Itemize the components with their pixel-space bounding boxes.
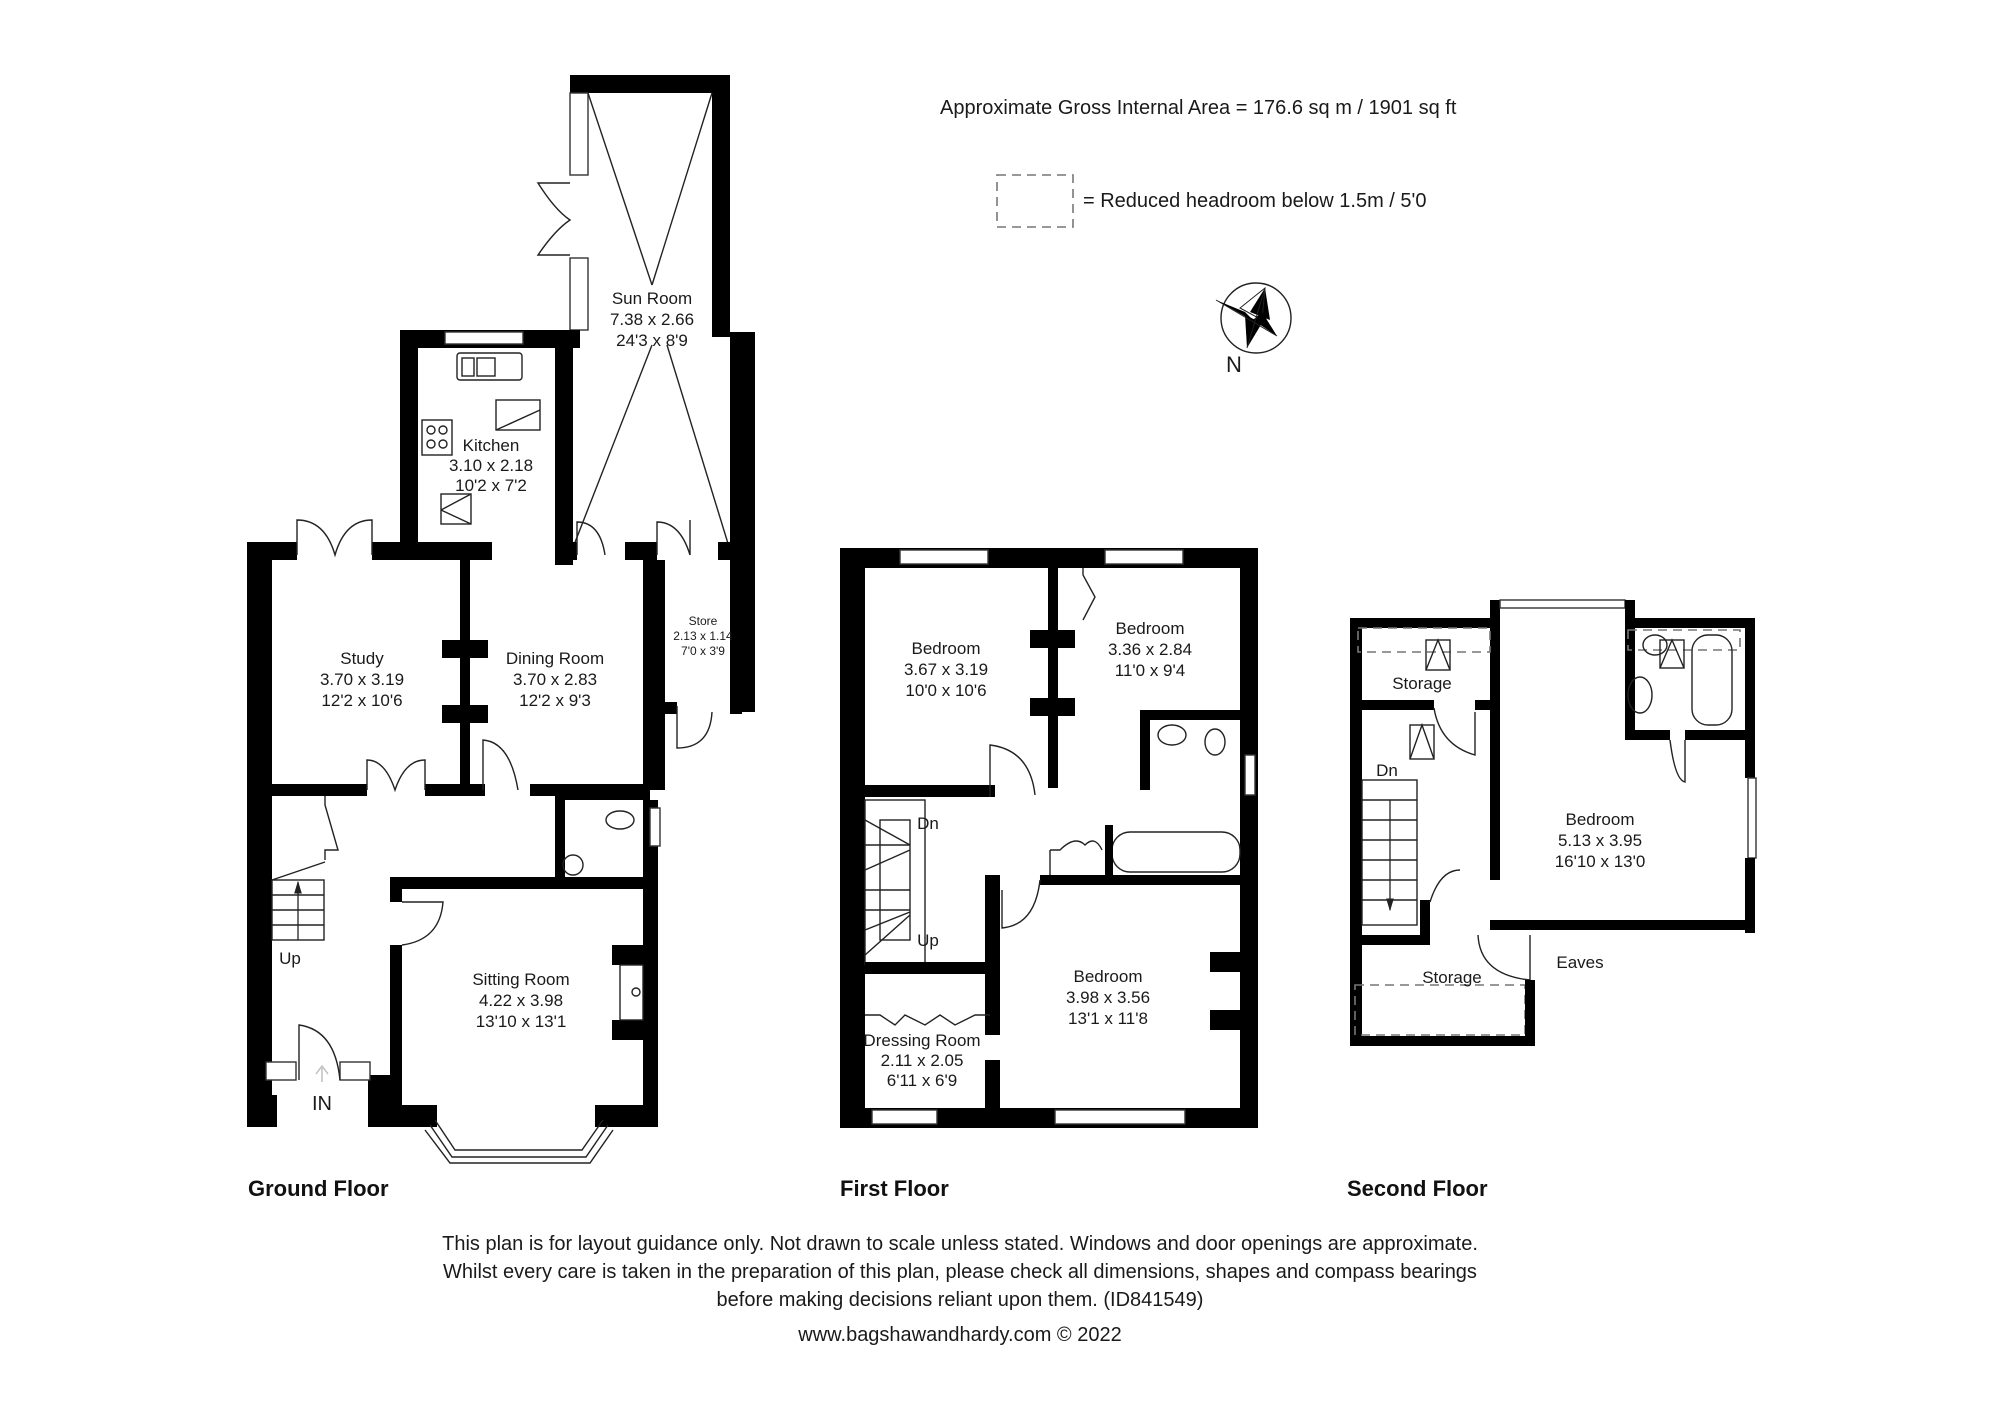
stairs-up-label: Up bbox=[917, 931, 939, 950]
room-sun-room: Sun Room 7.38 x 2.66 24'3 x 8'9 bbox=[610, 289, 694, 350]
disclaimer-line-2: Whilst every care is taken in the prepar… bbox=[443, 1261, 1477, 1283]
second-floor-label: Second Floor bbox=[1347, 1176, 1488, 1201]
svg-text:3.10 x 2.18: 3.10 x 2.18 bbox=[449, 456, 533, 475]
svg-text:Store: Store bbox=[689, 614, 718, 628]
stairs-down-label: Dn bbox=[1376, 761, 1398, 780]
svg-text:Bedroom: Bedroom bbox=[1074, 967, 1143, 986]
svg-text:3.36 x 2.84: 3.36 x 2.84 bbox=[1108, 640, 1192, 659]
second-floor-plan: Bedroom 5.13 x 3.95 16'10 x 13'0 Storage… bbox=[1350, 599, 1757, 1046]
svg-text:5.13 x 3.95: 5.13 x 3.95 bbox=[1558, 831, 1642, 850]
first-floor-plan: Bedroom 3.67 x 3.19 10'0 x 10'6 Bedroom … bbox=[840, 548, 1258, 1128]
svg-text:2.11 x 2.05: 2.11 x 2.05 bbox=[881, 1051, 964, 1070]
svg-text:3.67 x 3.19: 3.67 x 3.19 bbox=[904, 660, 988, 679]
room-study: Study 3.70 x 3.19 12'2 x 10'6 bbox=[320, 649, 404, 710]
storage-label-top: Storage bbox=[1392, 674, 1452, 693]
svg-text:7'0 x 3'9: 7'0 x 3'9 bbox=[681, 644, 725, 658]
svg-text:Bedroom: Bedroom bbox=[912, 639, 981, 658]
first-floor-label: First Floor bbox=[840, 1176, 949, 1201]
svg-text:12'2 x 9'3: 12'2 x 9'3 bbox=[519, 691, 591, 710]
svg-text:Bedroom: Bedroom bbox=[1566, 810, 1635, 829]
svg-text:13'10 x 13'1: 13'10 x 13'1 bbox=[476, 1012, 567, 1031]
gross-internal-area: Approximate Gross Internal Area = 176.6 … bbox=[940, 97, 1457, 119]
svg-text:Dining Room: Dining Room bbox=[506, 649, 604, 668]
room-bedroom-2: Bedroom 3.36 x 2.84 11'0 x 9'4 bbox=[1108, 619, 1192, 680]
room-store: Store 2.13 x 1.14 7'0 x 3'9 bbox=[673, 614, 733, 658]
room-sitting-room: Sitting Room 4.22 x 3.98 13'10 x 13'1 bbox=[472, 970, 569, 1031]
svg-text:Dressing Room: Dressing Room bbox=[863, 1031, 980, 1050]
north-label: N bbox=[1226, 352, 1242, 377]
room-bedroom-3: Bedroom 3.98 x 3.56 13'1 x 11'8 bbox=[1066, 967, 1150, 1028]
svg-text:Sitting Room: Sitting Room bbox=[472, 970, 569, 989]
stairs-down-label: Dn bbox=[917, 814, 939, 833]
storage-label-bottom: Storage bbox=[1422, 968, 1482, 987]
room-kitchen: Kitchen 3.10 x 2.18 10'2 x 7'2 bbox=[449, 436, 533, 495]
stairs-up-label: Up bbox=[279, 949, 301, 968]
svg-text:2.13 x 1.14: 2.13 x 1.14 bbox=[673, 629, 733, 643]
room-dining-room: Dining Room 3.70 x 2.83 12'2 x 9'3 bbox=[506, 649, 604, 710]
website-copyright: www.bagshawandhardy.com © 2022 bbox=[797, 1324, 1121, 1346]
room-bedroom-top: Bedroom 5.13 x 3.95 16'10 x 13'0 bbox=[1555, 810, 1646, 871]
svg-text:Kitchen: Kitchen bbox=[463, 436, 520, 455]
svg-text:11'0 x 9'4: 11'0 x 9'4 bbox=[1115, 661, 1185, 680]
svg-text:12'2 x 10'6: 12'2 x 10'6 bbox=[321, 691, 402, 710]
ground-floor-label: Ground Floor bbox=[248, 1176, 389, 1201]
reduced-headroom-legend-swatch bbox=[996, 174, 1074, 228]
svg-text:3.70 x 3.19: 3.70 x 3.19 bbox=[320, 670, 404, 689]
room-dressing-room: Dressing Room 2.11 x 2.05 6'11 x 6'9 bbox=[863, 1031, 980, 1090]
svg-text:3.70 x 2.83: 3.70 x 2.83 bbox=[513, 670, 597, 689]
entrance-label: IN bbox=[312, 1093, 332, 1115]
svg-text:Study: Study bbox=[340, 649, 384, 668]
svg-text:16'10 x 13'0: 16'10 x 13'0 bbox=[1555, 852, 1646, 871]
svg-text:4.22 x 3.98: 4.22 x 3.98 bbox=[479, 991, 563, 1010]
disclaimer: This plan is for layout guidance only. N… bbox=[442, 1233, 1478, 1346]
eaves-label: Eaves bbox=[1556, 953, 1603, 972]
svg-text:3.98 x 3.56: 3.98 x 3.56 bbox=[1066, 988, 1150, 1007]
compass-rose-icon: N bbox=[1215, 282, 1292, 377]
svg-text:Sun Room: Sun Room bbox=[612, 289, 692, 308]
svg-text:10'2 x 7'2: 10'2 x 7'2 bbox=[455, 476, 527, 495]
reduced-headroom-legend: = Reduced headroom below 1.5m / 5'0 bbox=[1083, 190, 1426, 212]
room-bedroom-1: Bedroom 3.67 x 3.19 10'0 x 10'6 bbox=[904, 639, 988, 700]
svg-text:24'3 x 8'9: 24'3 x 8'9 bbox=[616, 331, 688, 350]
ground-floor-plan: Sun Room 7.38 x 2.66 24'3 x 8'9 Kitchen … bbox=[247, 75, 755, 1164]
svg-text:6'11 x 6'9: 6'11 x 6'9 bbox=[887, 1071, 957, 1090]
svg-text:Bedroom: Bedroom bbox=[1116, 619, 1185, 638]
svg-text:10'0 x 10'6: 10'0 x 10'6 bbox=[905, 681, 986, 700]
disclaimer-line-1: This plan is for layout guidance only. N… bbox=[442, 1233, 1478, 1255]
svg-text:7.38 x 2.66: 7.38 x 2.66 bbox=[610, 310, 694, 329]
disclaimer-line-3: before making decisions reliant upon the… bbox=[717, 1289, 1204, 1311]
svg-text:13'1 x 11'8: 13'1 x 11'8 bbox=[1068, 1009, 1148, 1028]
